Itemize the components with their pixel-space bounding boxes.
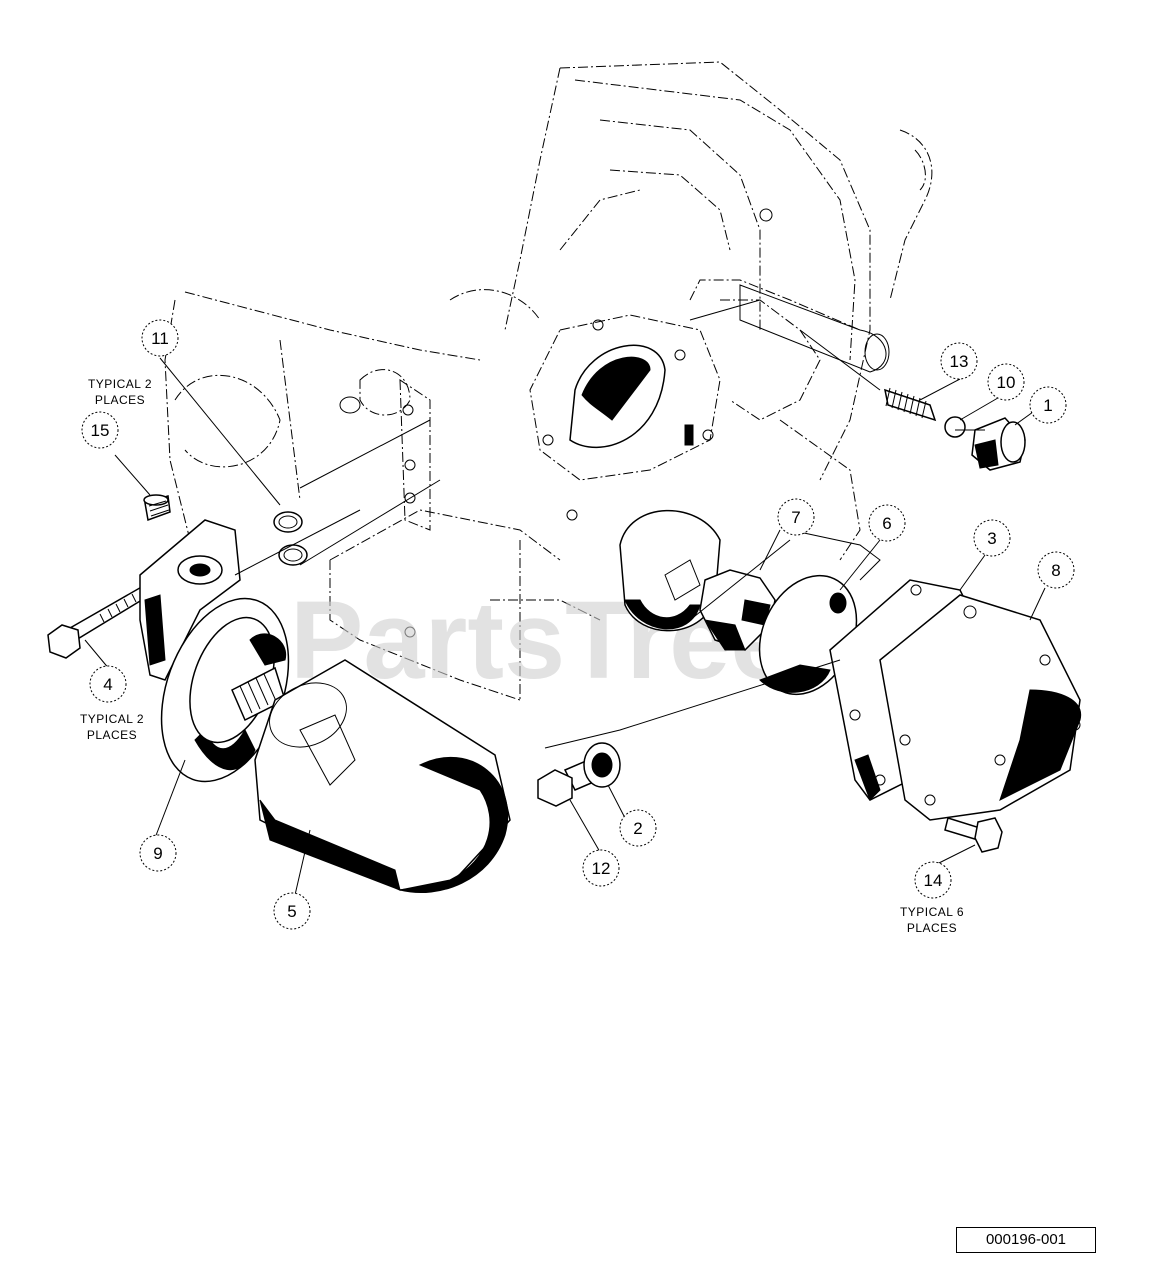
svg-text:7: 7 [791, 508, 800, 527]
part-2-washer [583, 742, 621, 788]
callout-4: 4 [89, 665, 127, 703]
callout-9: 9 [139, 834, 177, 872]
part-7-rotor [619, 509, 721, 632]
svg-text:TYPICAL 2: TYPICAL 2 [88, 377, 152, 391]
svg-text:9: 9 [153, 844, 162, 863]
svg-text:8: 8 [1051, 561, 1060, 580]
svg-text:PLACES: PLACES [87, 728, 137, 742]
svg-text:4: 4 [103, 675, 112, 694]
svg-text:13: 13 [950, 352, 969, 371]
callout-15: 15 [81, 411, 119, 449]
note-typical-2-places-top: TYPICAL 2 PLACES [88, 377, 152, 407]
callout-1: 1 [1029, 386, 1067, 424]
callout-8: 8 [1037, 551, 1075, 589]
part-13-spring [884, 387, 937, 422]
part-15-plug [143, 494, 171, 522]
svg-text:2: 2 [633, 819, 642, 838]
svg-text:14: 14 [924, 871, 943, 890]
pump-cavity [569, 344, 694, 448]
svg-text:10: 10 [997, 373, 1016, 392]
part-8-end-plate [879, 594, 1082, 821]
svg-text:15: 15 [91, 421, 110, 440]
note-typical-2-places-left: TYPICAL 2 PLACES [80, 712, 144, 742]
callout-6: 6 [868, 504, 906, 542]
callout-2: 2 [619, 809, 657, 847]
svg-text:6: 6 [882, 514, 891, 533]
svg-text:11: 11 [151, 329, 169, 348]
part-9-filter-adapter [139, 519, 290, 783]
part-14-cap-screw [944, 817, 1003, 853]
part-1-valve-plug [971, 417, 1026, 471]
callout-3: 3 [973, 519, 1011, 557]
callout-13: 13 [940, 342, 978, 380]
part-10-ball [944, 416, 966, 438]
svg-text:1: 1 [1043, 396, 1052, 415]
callout-14: 14 [914, 861, 952, 899]
part-5-oil-filter [254, 659, 511, 894]
callout-10: 10 [987, 363, 1025, 401]
svg-text:PLACES: PLACES [907, 921, 957, 935]
diagram-id-label: 000196-001 [956, 1227, 1096, 1253]
svg-text:TYPICAL 2: TYPICAL 2 [80, 712, 144, 726]
callout-11: 11 [141, 319, 179, 357]
svg-text:3: 3 [987, 529, 996, 548]
callout-5: 5 [273, 892, 311, 930]
leader-lines [84, 299, 1046, 896]
svg-text:5: 5 [287, 902, 296, 921]
svg-text:PLACES: PLACES [95, 393, 145, 407]
part-7-inner-gear [699, 569, 776, 651]
callout-12: 12 [582, 849, 620, 887]
note-typical-6-places: TYPICAL 6 PLACES [900, 905, 964, 935]
svg-text:12: 12 [592, 859, 611, 878]
engine-block-outline [164, 61, 933, 701]
svg-text:TYPICAL 6: TYPICAL 6 [900, 905, 964, 919]
callout-7: 7 [777, 498, 815, 536]
part-4-bolt [47, 583, 151, 659]
part-11-o-rings [273, 511, 308, 566]
